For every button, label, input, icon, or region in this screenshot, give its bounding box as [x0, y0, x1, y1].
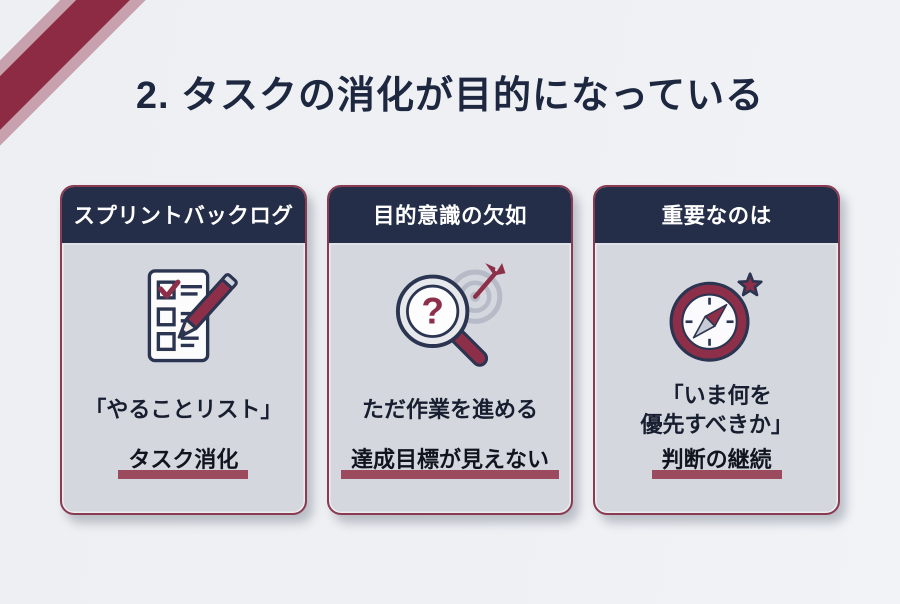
card-sprint-backlog: スプリントバックログ [60, 185, 307, 515]
star-icon [737, 272, 763, 297]
card-lack-of-purpose: 目的意識の欠如 [326, 185, 574, 515]
main-text-line: ただ作業を進める [362, 397, 539, 423]
main-text-line: 「いま何を [661, 382, 772, 408]
main-text-line: 「やることリスト」 [84, 397, 283, 423]
icon-wrap [657, 257, 777, 379]
icon-wrap [125, 257, 241, 379]
main-text-line: 優先すべきか」 [640, 411, 793, 437]
card-what-matters: 重要なのは [593, 185, 841, 515]
card-main-text: 「やることリスト」 [84, 379, 282, 442]
card-main-text: 「いま何を 優先すべきか」 [640, 379, 792, 442]
card-body: ? ただ作業を進める 達成目標が見えない [329, 245, 572, 513]
checklist-pen-icon [148, 269, 239, 363]
magnifier-target-icon: ? [395, 263, 506, 367]
compass-star-icon [669, 272, 763, 362]
icon-wrap: ? [385, 257, 515, 379]
card-header: スプリントバックログ [62, 187, 305, 245]
card-header: 重要なのは [595, 187, 839, 245]
cards-row: スプリントバックログ [60, 185, 841, 515]
question-mark-glyph: ? [421, 291, 444, 332]
card-body: 「やることリスト」 タスク消化 [62, 245, 305, 513]
card-highlight-text: 判断の継続 [651, 442, 782, 479]
card-highlight-text: 達成目標が見えない [341, 442, 560, 479]
card-body: 「いま何を 優先すべきか」 判断の継続 [595, 245, 838, 513]
card-highlight-text: タスク消化 [118, 442, 249, 479]
card-main-text: ただ作業を進める [362, 379, 538, 442]
card-header: 目的意識の欠如 [328, 187, 572, 245]
page-title: 2. タスクの消化が目的になっている [135, 75, 765, 117]
